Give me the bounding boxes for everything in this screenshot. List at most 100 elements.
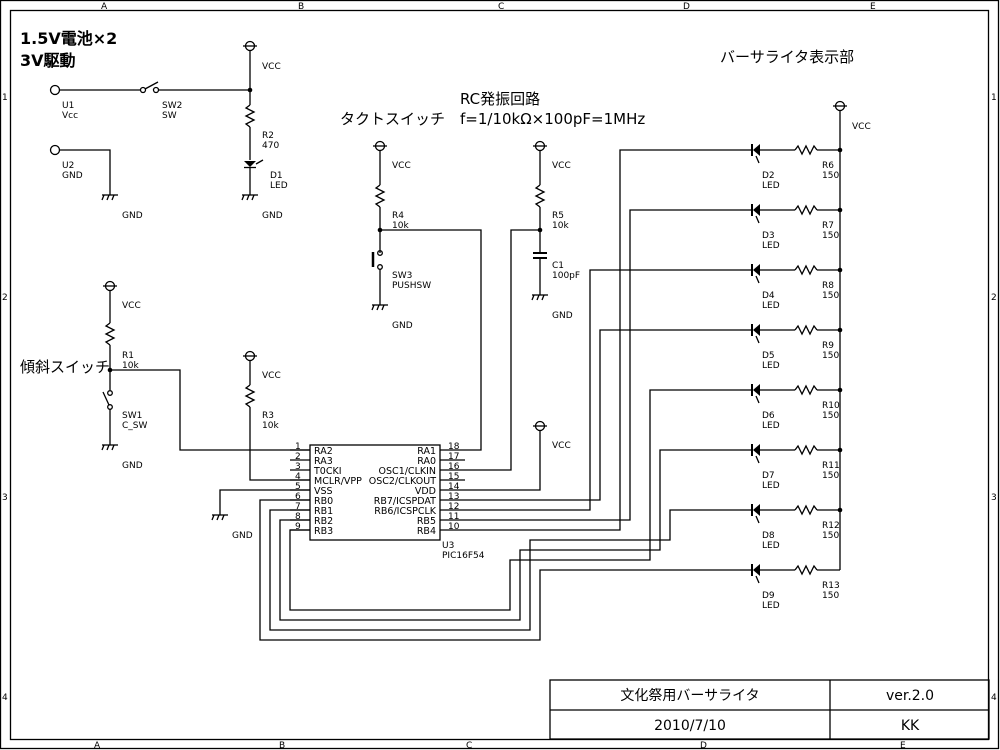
note-rc-title: RC発振回路 [460,90,540,108]
r4-ref: R4 [392,211,404,221]
sw1-ref: SW1 [122,411,142,421]
sw2-value: SW [162,111,177,121]
ic-pin-right: 13 RB7/ICSPDAT [374,492,465,507]
gnd-label: GND [122,461,143,471]
u3-value: PIC16F54 [442,551,485,561]
led-value: LED [762,361,780,371]
r2-value: 470 [262,141,279,151]
note-power-battery: 1.5V電池×2 [20,29,117,48]
resistor-icon [794,504,818,516]
gnd-label: GND [232,531,253,541]
led-icon [751,504,760,524]
led-icon [751,144,760,164]
resistor-r5-icon [534,184,546,208]
pin-number: 4 [295,472,301,482]
ground-icon [371,304,388,311]
pin-number: 17 [448,452,459,462]
pin-name: RB0 [314,496,333,507]
ic-pin-right: 17 RA0 [417,452,465,467]
pin-name: T0CKI [313,466,342,477]
switch-sw1-icon [102,390,113,410]
sw3-ref: SW3 [392,271,412,281]
resistor-ref: R7 [822,221,834,231]
r3-value: 10k [262,421,279,431]
gnd-label: GND [392,321,413,331]
r1-ref: R1 [122,351,134,361]
led-value: LED [762,601,780,611]
vcc-symbol-icon [533,140,547,152]
switch-sw2-icon [139,86,147,94]
pin-number: 18 [448,442,460,452]
led-ref: D6 [762,411,775,421]
ruler-row-3: 3 [2,493,8,503]
led-value: LED [762,241,780,251]
vcc-symbol-icon [103,280,117,292]
led-ref: D4 [762,291,775,301]
pin-number: 12 [448,502,459,512]
resistor-value: 150 [822,231,839,241]
resistor-ref: R10 [822,401,840,411]
led-icon [751,384,760,404]
led-value: LED [762,421,780,431]
ruler-row-1: 1 [991,93,997,103]
led-d1-icon [244,159,264,169]
ground-icon [101,194,118,201]
resistor-ref: R9 [822,341,834,351]
u2-value: GND [62,171,83,181]
r2-ref: R2 [262,131,274,141]
ruler-col-d: D [683,2,690,12]
title-block-title: 文化祭用バーサライタ [620,688,759,704]
vcc-symbol-icon [533,420,547,432]
u3-ref: U3 [442,541,454,551]
pin-number: 9 [295,522,301,532]
resistor-ref: R6 [822,161,834,171]
resistor-value: 150 [822,351,839,361]
ic-pin-right: 12 RB6/ICSPCLK [374,502,465,517]
led-ref: D3 [762,231,775,241]
resistor-r1-icon [104,322,116,346]
pin-number: 10 [448,522,460,532]
resistor-r4-icon [374,184,386,208]
pin-name: RA1 [417,446,436,457]
r3-ref: R3 [262,411,274,421]
pin-name: RB7/ICSPDAT [374,496,436,507]
sw3-value: PUSHSW [392,281,431,291]
note-tact-switch: タクトスイッチ [340,110,445,128]
ruler-col-a: A [94,741,101,750]
ruler-col-a: A [101,2,108,12]
pin-name: RA0 [417,456,436,467]
ruler-left: 1 2 3 4 [2,93,8,703]
vcc-label: VCC [852,122,871,132]
r5-value: 10k [552,221,569,231]
led-ref: D8 [762,531,775,541]
led-icon [751,564,760,584]
vcc-label: VCC [392,161,411,171]
ruler-col-e: E [900,741,906,750]
resistor-r3-icon [244,384,256,408]
ruler-col-e: E [870,2,876,12]
u1-ref: U1 [62,101,74,111]
resistor-ref: R13 [822,581,840,591]
title-block-date: 2010/7/10 [654,718,726,734]
pin-number: 13 [448,492,459,502]
ground-icon [211,514,228,521]
pin-number: 8 [295,512,301,522]
vcc-symbol-icon [833,100,847,112]
led-value: LED [762,541,780,551]
tilt-switch-section: VCC R1 10k SW1 C_SW GND VCC [101,280,310,541]
pin-number: 15 [448,472,459,482]
r5-ref: R5 [552,211,564,221]
resistor-icon [794,564,818,576]
d1-ref: D1 [270,171,283,181]
gnd-label: GND [122,211,143,221]
vcc-label: VCC [262,62,281,72]
vcc-label: VCC [552,161,571,171]
pin-name: RB6/ICSPCLK [374,506,436,517]
